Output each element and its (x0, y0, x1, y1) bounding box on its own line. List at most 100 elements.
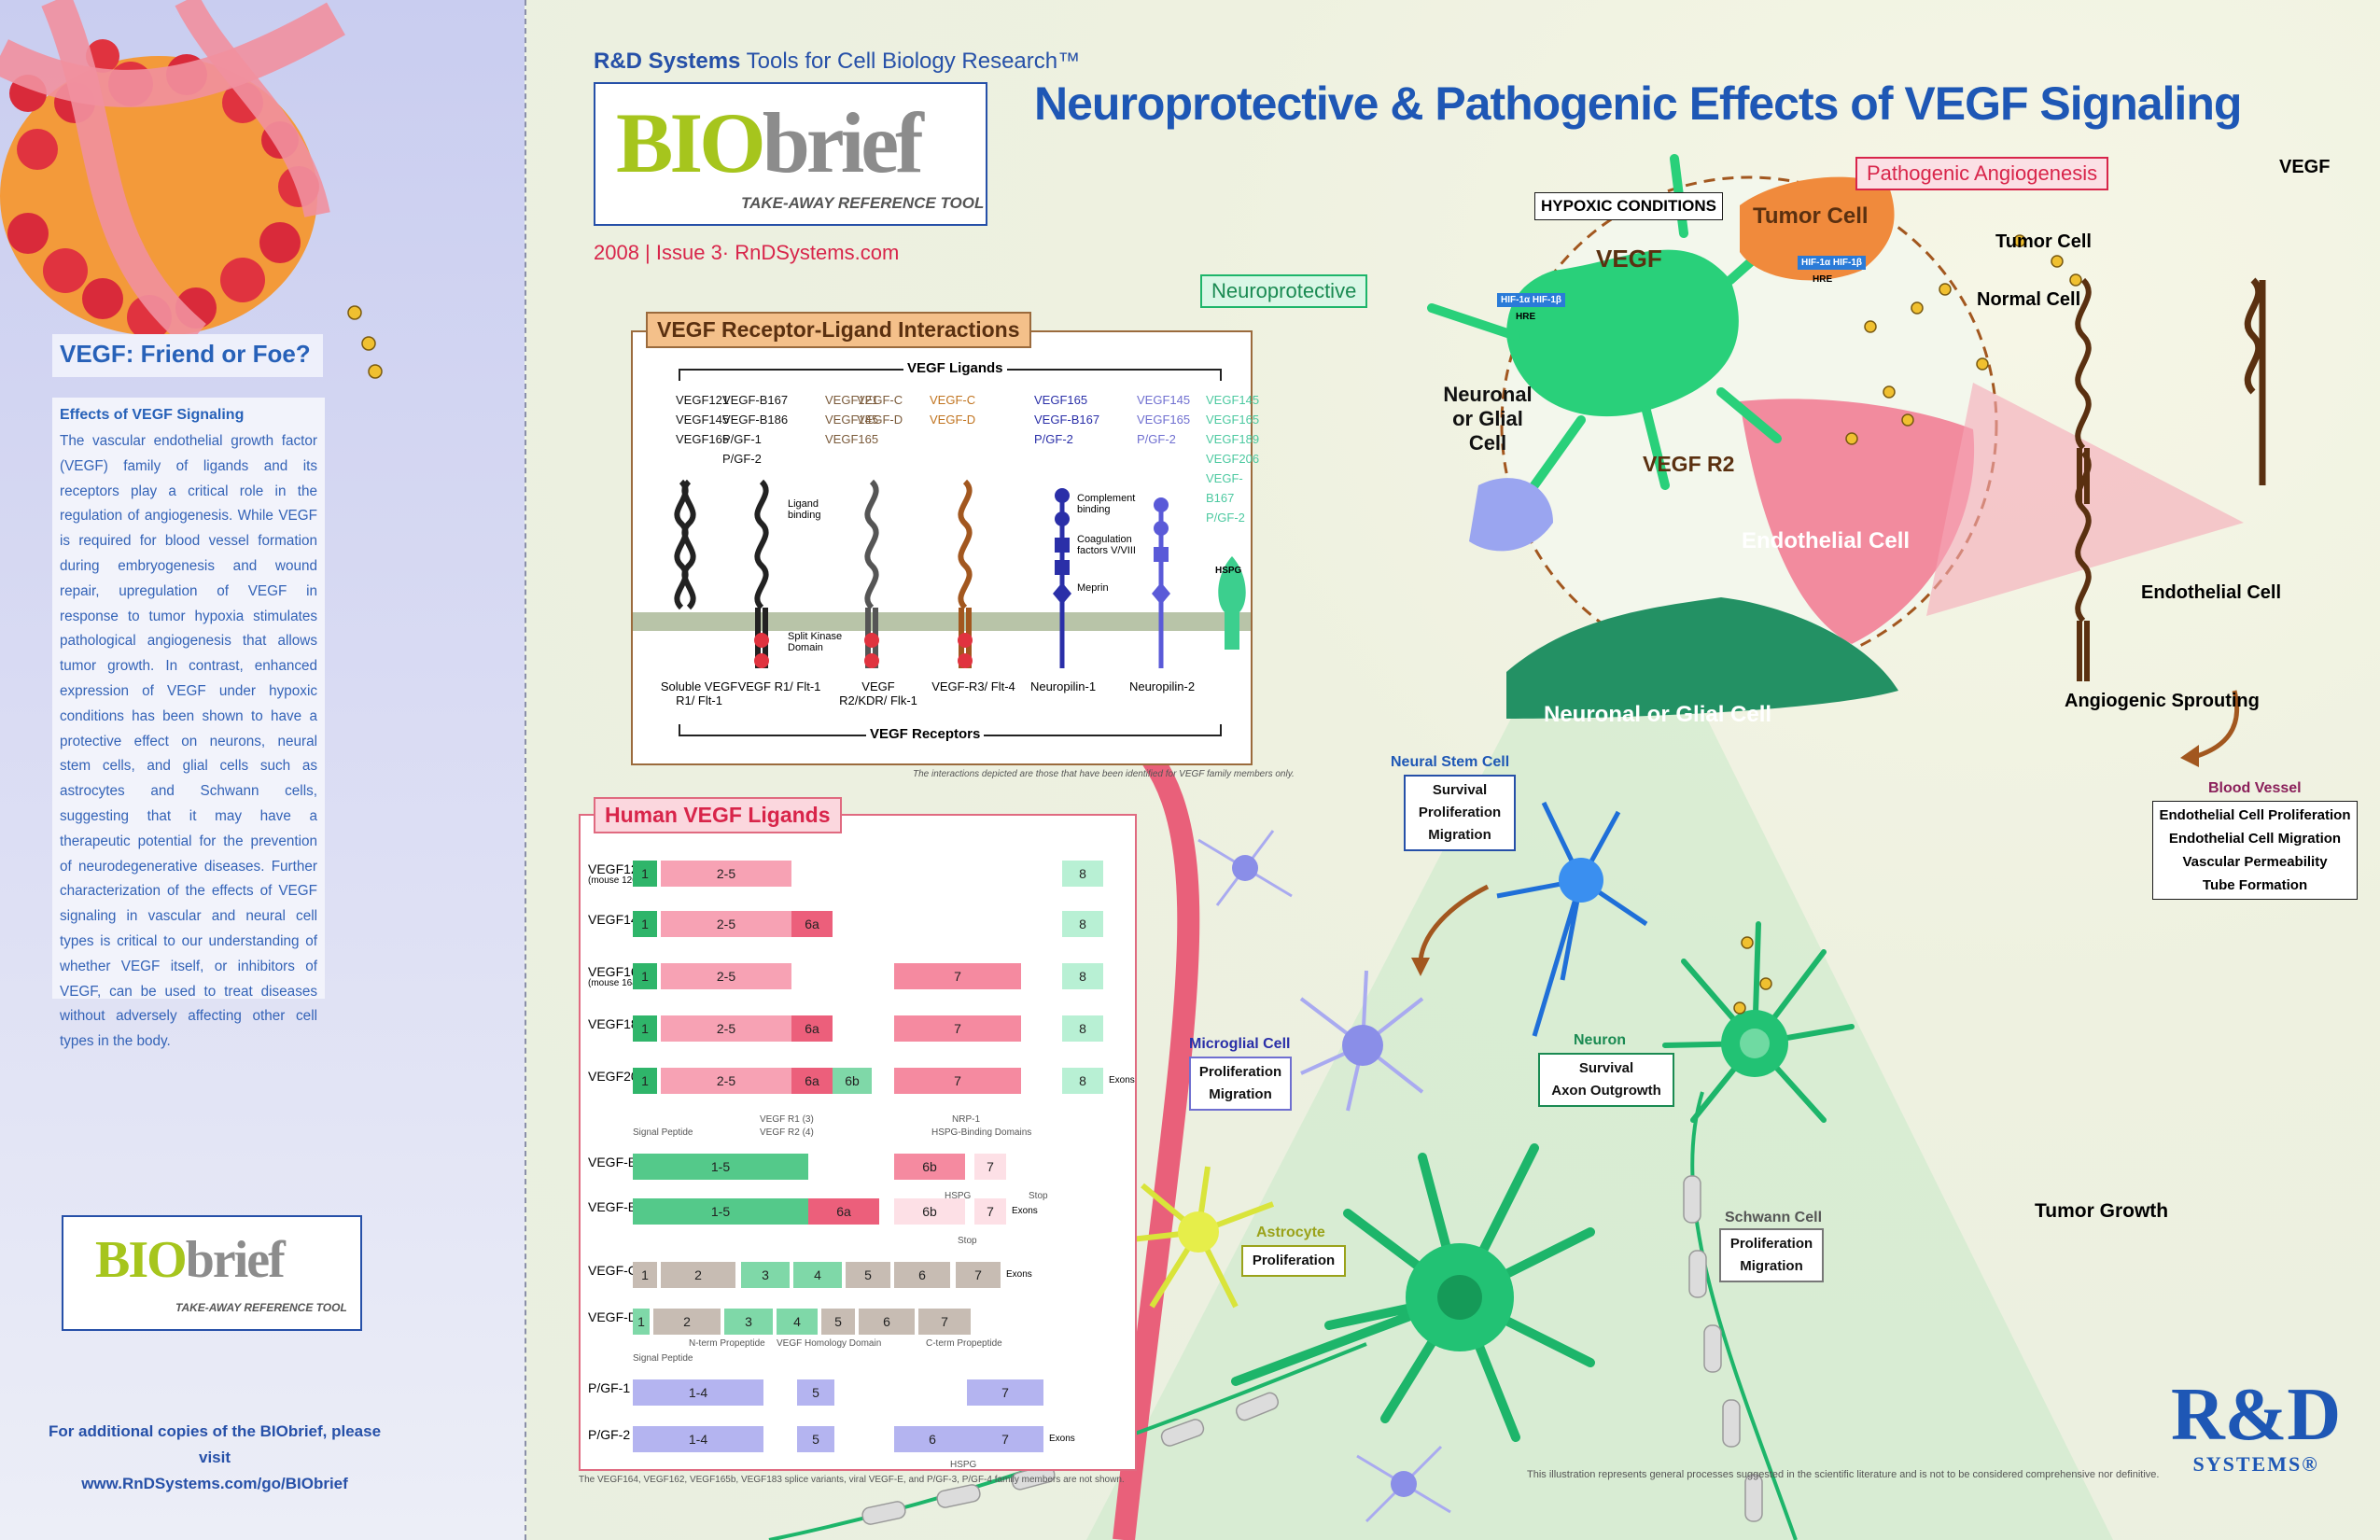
tumor-cell-label-right: Tumor Cell (1995, 231, 2092, 252)
effects-heading: Effects of VEGF Signaling (60, 407, 245, 423)
tumor-vegf-label: VEGF (2279, 157, 2331, 177)
main-panel: R&D Systems Tools for Cell Biology Resea… (526, 0, 2380, 1540)
ligand-row-name: VEGF206 (588, 1069, 646, 1084)
disclaimer: This illustration represents general pro… (1527, 1469, 2160, 1480)
hspg-pgf-note: HSPG (950, 1460, 977, 1470)
exon-block: 3 (741, 1262, 790, 1288)
logo-takeaway-small: TAKE-AWAY REFERENCE TOOL (175, 1301, 347, 1314)
logo-brief: brief (762, 95, 924, 190)
bv-effect-4: Tube Formation (2202, 877, 2308, 893)
c-term-note: C-term Propeptide (926, 1338, 1002, 1349)
ligand-name: VEGF145 (825, 413, 879, 427)
issue-line: 2008 | Issue 3· RnDSystems.com (594, 241, 900, 264)
coagulation-note: Coagulation factors V/VIII (1077, 534, 1136, 556)
hspg-note: HSPG (1215, 566, 1242, 576)
effects-body: The vascular endothelial growth factor (… (60, 433, 317, 1050)
neural-stem-title: Neural Stem Cell (1391, 754, 1510, 770)
complement-note: Complement binding (1077, 493, 1136, 515)
vegf-r1-note: VEGF R1 (3) (760, 1114, 814, 1125)
exon-block: 6 (859, 1309, 915, 1335)
ligand-binding-note: Ligand binding (788, 498, 821, 521)
signal-peptide-note: Signal Peptide (633, 1127, 693, 1138)
endothelial-cell-label-right: Endothelial Cell (2141, 582, 2282, 603)
exon-block: 1 (633, 1068, 657, 1094)
ligand-name: P/GF-1 (722, 432, 762, 446)
effects-text-box: Effects of VEGF Signaling The vascular e… (52, 398, 325, 1049)
receptor-name: Neuropilin-2 (1128, 679, 1196, 693)
tumor-cell-label: Tumor Cell (1753, 203, 1869, 229)
receptor-name: VEGF R1/ Flt-1 (737, 679, 821, 693)
exon-block: 8 (1062, 963, 1103, 989)
angiogenic-sprouting-label: Angiogenic Sprouting (2065, 691, 2260, 711)
exon-block: 6 (894, 1262, 950, 1288)
logo-rd: R&D (2171, 1374, 2342, 1456)
copies-link[interactable]: www.RnDSystems.com/go/BIObrief (81, 1475, 348, 1492)
receptor-name: Soluble VEGF R1/ Flt-1 (660, 679, 738, 707)
left-panel: VEGF: Friend or Foe? Effects of VEGF Sig… (0, 0, 525, 1540)
receptor-ligand-panel: VEGF Receptor-Ligand Interactions (631, 312, 1259, 765)
exon-block: 2-5 (661, 861, 791, 887)
exon-block: 5 (821, 1309, 855, 1335)
copies-line-1: For additional copies of the BIObrief, p… (48, 1422, 382, 1466)
exon-block: 2-5 (661, 963, 791, 989)
exons-label: Exons (1012, 1206, 1038, 1216)
ligand-name: P/GF-2 (722, 452, 762, 466)
neuron-title: Neuron (1574, 1032, 1626, 1048)
biobrief-logo: BIObrief TAKE-AWAY REFERENCE TOOL (594, 82, 987, 226)
receptor-panel-title: VEGF Receptor-Ligand Interactions (646, 312, 1031, 348)
exon-block: 2-5 (661, 1015, 791, 1042)
split-kinase-note: Split Kinase Domain (788, 631, 843, 653)
bv-effect-1: Endothelial Cell Proliferation (2159, 807, 2351, 823)
ligand-name: VEGF165 (1034, 393, 1088, 407)
exon-block: 4 (777, 1309, 818, 1335)
neuron-effect-1: Survival (1578, 1060, 1634, 1076)
tumor-vessel-illustration (0, 0, 383, 379)
nrp1-note: NRP-1 (952, 1114, 981, 1125)
background-illustration (768, 154, 2266, 1540)
exon-block: 7 (894, 1015, 1021, 1042)
vegf-ligands-label: VEGF Ligands (903, 360, 1007, 376)
exon-block: 1 (633, 911, 657, 937)
exon-block: 6 (894, 1426, 971, 1452)
exon-block: 7 (974, 1198, 1006, 1225)
exon-block: 6a (808, 1198, 879, 1225)
exon-block: 5 (797, 1379, 834, 1406)
exon-block: 2-5 (661, 911, 791, 937)
bv-effect-3: Vascular Permeability (2182, 854, 2328, 870)
ligand-name: VEGF145 (1206, 393, 1260, 407)
exon-block: 4 (793, 1262, 842, 1288)
ligand-name: VEGF165 (1206, 413, 1260, 427)
exon-block: 2 (653, 1309, 721, 1335)
rd-tagline-row: R&D Systems Tools for Cell Biology Resea… (594, 49, 1080, 75)
fold-divider (525, 0, 526, 1540)
ligand-name: P/GF-2 (1206, 511, 1245, 525)
neuron-cell (1662, 921, 1855, 1123)
microglial-effect-1: Proliferation (1198, 1064, 1282, 1080)
exon-block: 1 (633, 1309, 650, 1335)
receptor-name: Neuropilin-1 (1029, 679, 1097, 693)
logo-bio-small: BIO (95, 1231, 188, 1289)
neuroprotective-tag: Neuroprotective (1200, 274, 1368, 308)
microglial-title: Microglial Cell (1189, 1036, 1291, 1052)
receptor-footnote: The interactions depicted are those that… (913, 769, 1295, 779)
schwann-effect-1: Proliferation (1729, 1236, 1813, 1252)
ligand-name: VEGF-C (857, 393, 903, 407)
ligand-name: VEGF-B167 (722, 393, 789, 407)
vegf-receptors-label: VEGF Receptors (866, 726, 985, 742)
human-ligands-title: Human VEGF Ligands (594, 797, 842, 833)
exon-block: 1 (633, 861, 657, 887)
ligand-name: P/GF-2 (1034, 432, 1073, 446)
ligand-name: VEGF-D (857, 413, 903, 427)
ligand-name: VEGF165 (1137, 413, 1191, 427)
neuronal-glial-label: Neuronal or Glial Cell (1443, 383, 1533, 455)
microglial-effects: Proliferation Migration (1189, 1057, 1292, 1111)
ligand-row-name: P/GF-1 (588, 1380, 631, 1395)
vegf-label: VEGF (1596, 245, 1662, 273)
schwann-effects: Proliferation Migration (1719, 1228, 1824, 1282)
exon-block: 6b (833, 1068, 872, 1094)
exon-block: 8 (1062, 1015, 1103, 1042)
astrocyte-effect-1: Proliferation (1252, 1253, 1336, 1268)
friend-or-foe-title: VEGF: Friend or Foe? (52, 334, 323, 377)
